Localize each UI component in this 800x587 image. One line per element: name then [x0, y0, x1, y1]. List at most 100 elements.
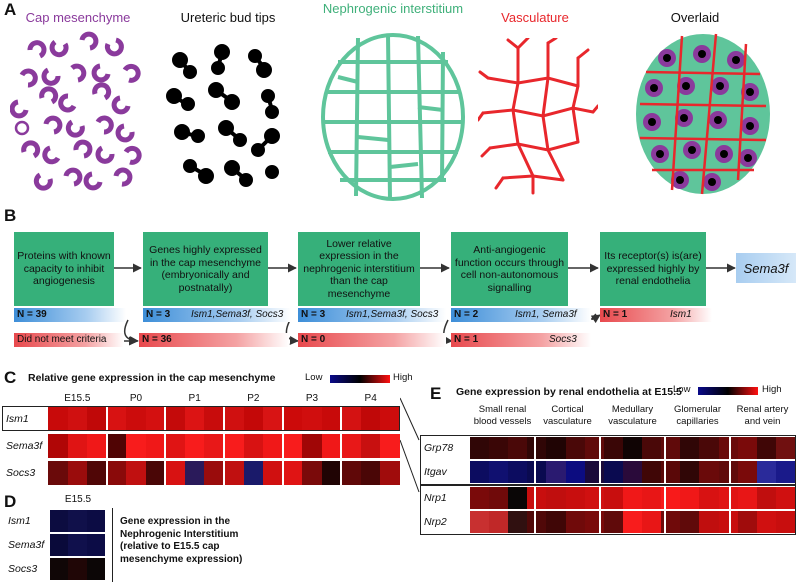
criteria-box-1: Proteins with known capacity to inhibit …: [14, 232, 114, 306]
panel-e-category-label: Glomerular capillaries: [674, 404, 721, 427]
panel-e-cell: [622, 437, 643, 459]
panel-e-cell: [680, 461, 700, 483]
pass-count-2: N = 3: [146, 309, 171, 320]
panel-c-cell: [165, 461, 186, 485]
panel-c-cell: [360, 461, 381, 485]
fail-genes-3: Socs3: [549, 334, 577, 345]
panel-e-separator: [664, 511, 666, 533]
panel-c-separator: [105, 461, 108, 485]
nephrogenic-interstitium-title: Nephrogenic interstitium: [322, 1, 464, 16]
panel-c-timepoint: P4: [364, 393, 377, 404]
panel-c-timepoint: P3: [305, 393, 319, 404]
panel-e-cell: [527, 511, 547, 533]
panel-e-cell: [603, 511, 624, 533]
panel-e-gene-label: Itgav: [424, 466, 447, 478]
panel-c-legend-low: Low: [305, 372, 323, 383]
panel-e-cell: [527, 461, 547, 483]
final-gene-box: Sema3f: [736, 253, 796, 283]
panel-e-cell: [622, 511, 643, 533]
panel-e-category-label: Cortical vasculature: [543, 404, 592, 427]
panel-e-cell: [661, 511, 681, 533]
panel-c-legend-gradient: [330, 375, 390, 383]
panel-d-cell: [86, 534, 106, 556]
panel-c-cell: [126, 461, 147, 485]
pass-genes-5: Ism1: [670, 309, 692, 320]
vasculature-illustration: [478, 38, 598, 195]
panel-c-separator: [105, 434, 108, 458]
panel-e-cell: [737, 511, 758, 533]
panel-e-cell: [699, 461, 720, 483]
panel-e-cell: [622, 487, 643, 509]
panel-e-cell: [603, 487, 624, 509]
panel-e-legend-gradient: [698, 387, 758, 395]
panel-c-cell: [263, 434, 284, 458]
panel-c-cell: [204, 434, 225, 458]
panel-c-cell: [360, 434, 381, 458]
panel-e-cell: [565, 487, 586, 509]
panel-d-gene-label: Ism1: [8, 515, 31, 527]
panel-d-cell: [50, 510, 69, 532]
panel-c-timepoint: P0: [129, 393, 143, 404]
final-gene-label: Sema3f: [743, 260, 789, 276]
criteria-box-3: Lower relative expression in the nephrog…: [298, 232, 420, 306]
panel-e-cell: [489, 437, 509, 459]
panel-e-cell: [546, 437, 567, 459]
panel-e-cell: [546, 461, 567, 483]
fail-label: Did not meet criteria: [17, 334, 107, 345]
panel-c-cell: [321, 407, 342, 431]
panel-c-cell: [360, 407, 381, 431]
panel-d-timepoint: E15.5: [64, 494, 92, 505]
panel-e-cell: [680, 437, 700, 459]
panel-c-separator: [105, 407, 108, 431]
panel-e-cell: [489, 487, 509, 509]
panel-c-cell: [380, 434, 401, 458]
pass-count-1: N = 39: [17, 309, 47, 320]
panel-e-cell: [718, 511, 739, 533]
panel-e-separator: [729, 437, 731, 459]
panel-e-cell: [642, 511, 662, 533]
panel-c-cell: [243, 407, 264, 431]
panel-a-label: A: [4, 0, 17, 19]
panel-e-cell: [642, 487, 662, 509]
panel-c-timepoint: P1: [188, 393, 201, 404]
panel-e-cell: [775, 461, 796, 483]
panel-e-cell: [508, 511, 528, 533]
panel-c-cell: [243, 461, 264, 485]
panel-c-separator: [340, 461, 343, 485]
panel-e-cell: [470, 461, 490, 483]
panel-c-separator: [281, 407, 284, 431]
panel-e-cell: [756, 487, 777, 509]
panel-e-cell: [603, 461, 624, 483]
panel-c-gene-label: Ism1: [6, 413, 29, 425]
panel-e-separator: [729, 487, 731, 509]
panel-e-separator: [664, 437, 666, 459]
panel-c-cell: [224, 461, 245, 485]
panel-e-cell: [546, 511, 567, 533]
panel-c-cell: [380, 407, 401, 431]
panel-e-cell: [603, 437, 624, 459]
panel-e-cell: [622, 461, 643, 483]
panel-c-cell: [282, 461, 303, 485]
fail-count-3: N = 1: [454, 334, 479, 345]
panel-e-cell: [756, 511, 777, 533]
panel-c-separator: [340, 434, 343, 458]
criteria-box-2: Genes highly expressed in the cap mesenc…: [143, 232, 268, 306]
overlaid-title: Overlaid: [670, 10, 720, 25]
panel-c-cell: [106, 434, 127, 458]
panel-c-cell: [48, 434, 69, 458]
fail-bar-2: N = 0: [298, 333, 446, 347]
panel-c-separator: [223, 434, 225, 458]
panel-c-cell: [302, 461, 323, 485]
panel-c-separator: [223, 461, 225, 485]
cap-mesenchyme-illustration: [10, 31, 142, 191]
panel-c-cell: [224, 407, 245, 431]
panel-d-cell: [50, 558, 69, 580]
panel-c-legend-high: High: [393, 372, 413, 383]
panel-e-cell: [508, 487, 528, 509]
cap-mesenchyme-title: Cap mesenchyme: [25, 10, 131, 25]
panel-e-gene-label: Nrp2: [424, 516, 447, 528]
panel-d-gene-label: Socs3: [8, 563, 38, 575]
panel-c-cell: [204, 407, 225, 431]
